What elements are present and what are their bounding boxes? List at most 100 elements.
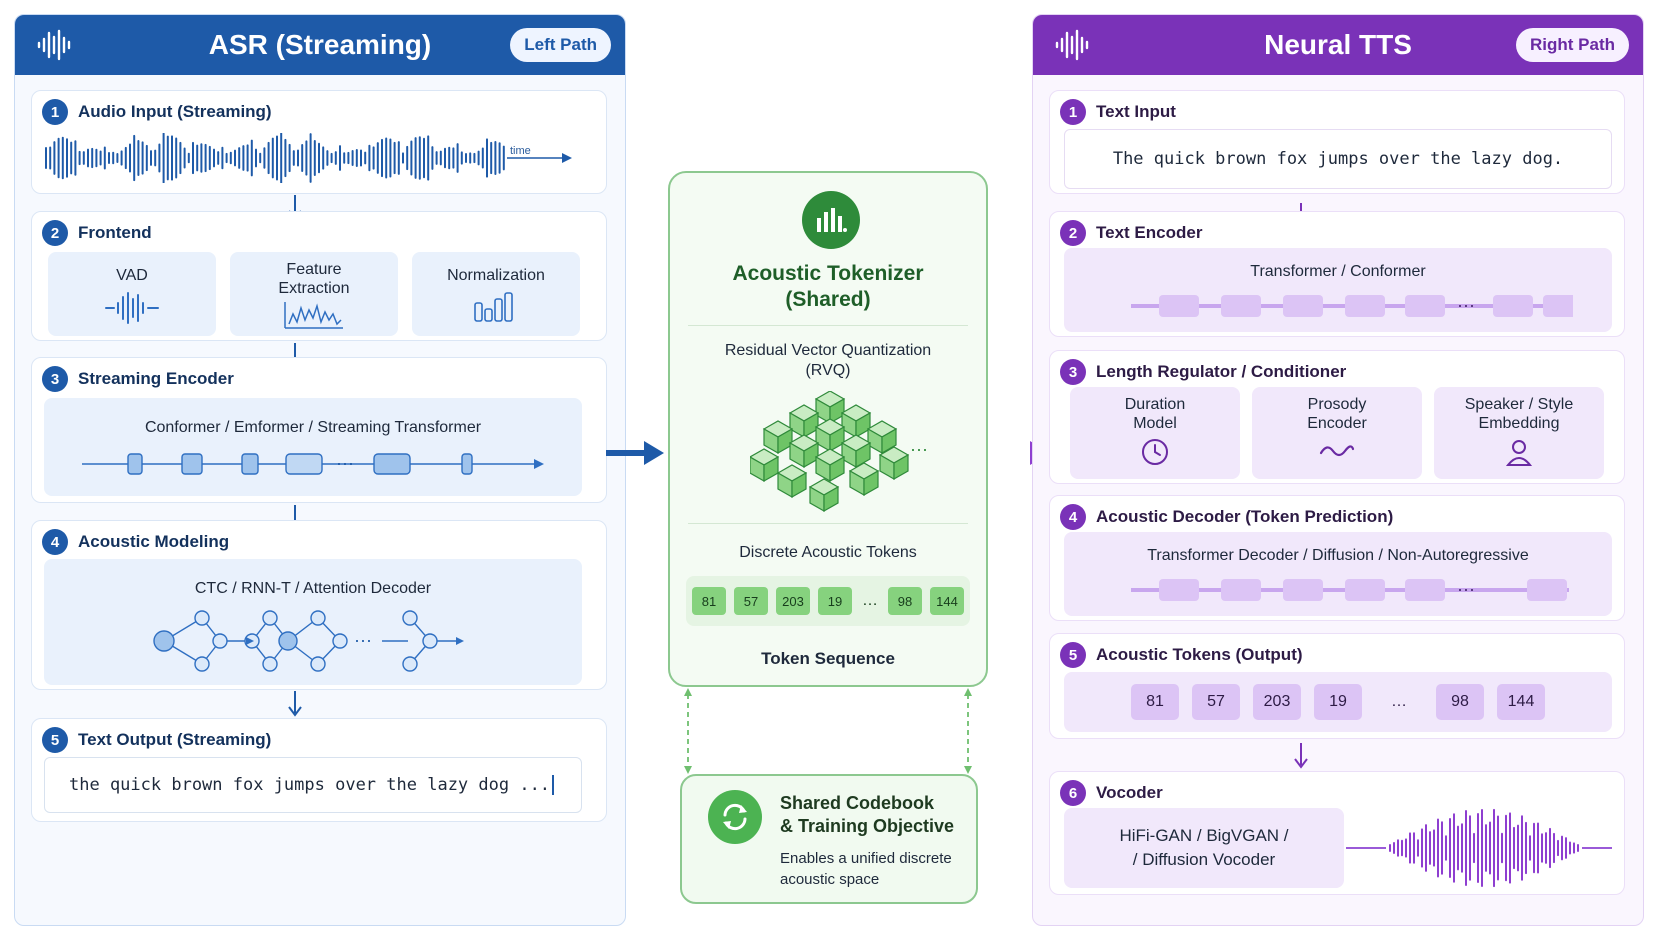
tts-step-text-input: 1 Text Input The quick brown fox jumps ov…: [1049, 90, 1625, 194]
step-number: 6: [1060, 780, 1086, 806]
token-chip: 19: [1314, 684, 1362, 720]
user-icon: [1505, 440, 1533, 466]
time-axis-label: time: [510, 145, 531, 157]
codebook-title: Shared Codebook & Training Objective: [780, 793, 955, 836]
audio-waveform: time: [45, 133, 572, 183]
vad-box: VAD: [48, 252, 216, 336]
asr-header: ASR (Streaming) Left Path: [15, 15, 625, 75]
step-title: Length Regulator / Conditioner: [1096, 362, 1347, 381]
token-chip: 98: [888, 587, 922, 615]
arrow-down-icon: [288, 691, 302, 717]
step-title: Frontend: [78, 223, 152, 242]
feature-extraction-label: Feature Extraction: [278, 261, 350, 297]
acoustic-modeling-model: CTC / RNN-T / Attention Decoder: [194, 580, 432, 597]
left-path-badge: Left Path: [510, 28, 611, 62]
spectrogram-icon: [284, 302, 343, 329]
streaming-encoder-model: Conformer / Emformer / Streaming Transfo…: [144, 419, 482, 436]
bar-chart-icon: [474, 292, 513, 322]
duration-model-label: Duration Model: [1124, 396, 1186, 432]
step-number: 1: [42, 99, 68, 125]
step-number: 1: [1060, 99, 1086, 125]
tts-step-text-encoder: 2 Text Encoder Transformer / Conformer ··…: [1049, 211, 1625, 337]
svg-text:···: ···: [1457, 295, 1475, 315]
token-strip: 81 57 203 19 … 98 144: [686, 576, 970, 626]
encoder-block-sequence: ···: [82, 453, 544, 475]
step-number: 5: [42, 727, 68, 753]
vocoder-box: HiFi-GAN / BigVGAN / / Diffusion Vocoder: [1064, 808, 1344, 888]
token-ellipsis: …: [1391, 693, 1407, 710]
divider: [688, 325, 968, 326]
acoustic-decoder-model: Transformer Decoder / Diffusion / Non-Au…: [1147, 547, 1529, 564]
codebook-description: Enables a unified discrete acoustic spac…: [780, 850, 952, 888]
token-chip: 98: [1436, 684, 1484, 720]
tts-header: Neural TTS Right Path: [1033, 15, 1643, 75]
tts-input-text: The quick brown fox jumps over the lazy …: [1112, 149, 1564, 169]
step-number: 3: [42, 366, 68, 392]
token-chip: 57: [1192, 684, 1240, 720]
tts-title: Neural TTS: [1264, 29, 1412, 60]
sync-icon: [708, 790, 762, 844]
prosody-encoder-box: Prosody Encoder: [1252, 387, 1422, 479]
token-sequence-label: Token Sequence: [761, 649, 895, 668]
output-waveform: [1346, 808, 1612, 888]
encoder-block-sequence: ···: [1131, 295, 1573, 317]
acoustic-tokenizer-card: Acoustic Tokenizer (Shared) Residual Vec…: [668, 171, 988, 687]
normalization-label: Normalization: [447, 267, 545, 284]
tts-token-strip: 81 57 203 19 … 98 144: [1064, 672, 1612, 732]
asr-output-text: the quick brown fox jumps over the lazy …: [69, 775, 551, 795]
asr-step-acoustic-modeling: 4 Acoustic Modeling CTC / RNN-T / Attenti…: [31, 520, 607, 690]
acoustic-modeling-box: CTC / RNN-T / Attention Decoder ···: [44, 559, 582, 685]
vocoder-model: HiFi-GAN / BigVGAN / / Diffusion Vocoder: [1119, 826, 1289, 869]
asr-title: ASR (Streaming): [208, 29, 432, 60]
svg-text:···: ···: [910, 439, 928, 459]
step-title: Text Input: [1096, 102, 1176, 121]
svg-text:···: ···: [336, 453, 354, 473]
text-encoder-box: Transformer / Conformer ···: [1064, 248, 1612, 332]
step-title: Acoustic Tokens (Output): [1096, 645, 1303, 664]
speaker-style-box: Speaker / Style Embedding: [1434, 387, 1604, 479]
clock-icon: [1142, 439, 1168, 465]
svg-text:···: ···: [354, 630, 372, 650]
asr-step-text-output: 5 Text Output (Streaming) the quick brown…: [31, 718, 607, 822]
step-number: 2: [1060, 220, 1086, 246]
tts-panel: Neural TTS Right Path 1 Text Input The qu…: [1032, 14, 1644, 926]
step-number: 4: [1060, 504, 1086, 530]
tts-step-length-regulator: 3 Length Regulator / Conditioner Duration…: [1049, 350, 1625, 484]
tts-text-input-box: The quick brown fox jumps over the lazy …: [1064, 129, 1612, 189]
discrete-tokens-label: Discrete Acoustic Tokens: [739, 544, 917, 561]
token-chip: 81: [692, 587, 726, 615]
token-chip: 57: [734, 587, 768, 615]
step-title: Text Encoder: [1096, 223, 1203, 242]
normalization-box: Normalization: [412, 252, 580, 336]
step-title: Text Output (Streaming): [78, 730, 272, 749]
shared-codebook-card: Shared Codebook & Training Objective Ena…: [680, 774, 978, 904]
token-chip: 81: [1131, 684, 1179, 720]
divider: [688, 523, 968, 524]
token-ellipsis: …: [862, 592, 878, 609]
right-path-badge: Right Path: [1516, 28, 1629, 62]
decoder-graph: ···: [153, 610, 464, 672]
vad-waveform-icon: [105, 292, 159, 324]
dashed-link-right: [964, 688, 972, 774]
step-number: 2: [42, 220, 68, 246]
asr-step-frontend: 2 Frontend VAD Feature Extraction Normali…: [31, 211, 607, 341]
step-number: 3: [1060, 359, 1086, 385]
waveform-icon: [37, 29, 71, 61]
step-title: Acoustic Modeling: [78, 532, 230, 551]
token-chip: 203: [776, 587, 810, 615]
step-number: 4: [42, 529, 68, 555]
bar-chart-icon: [802, 191, 860, 249]
step-title: Acoustic Decoder (Token Prediction): [1096, 507, 1394, 526]
token-chip: 144: [930, 587, 964, 615]
speaker-style-label: Speaker / Style Embedding: [1464, 396, 1574, 432]
feature-extraction-box: Feature Extraction: [230, 252, 398, 336]
dashed-link-left: [684, 688, 692, 774]
svg-text:···: ···: [1457, 579, 1475, 599]
decoder-block-sequence: ···: [1131, 579, 1569, 601]
asr-to-tokenizer-arrow: [606, 441, 664, 465]
